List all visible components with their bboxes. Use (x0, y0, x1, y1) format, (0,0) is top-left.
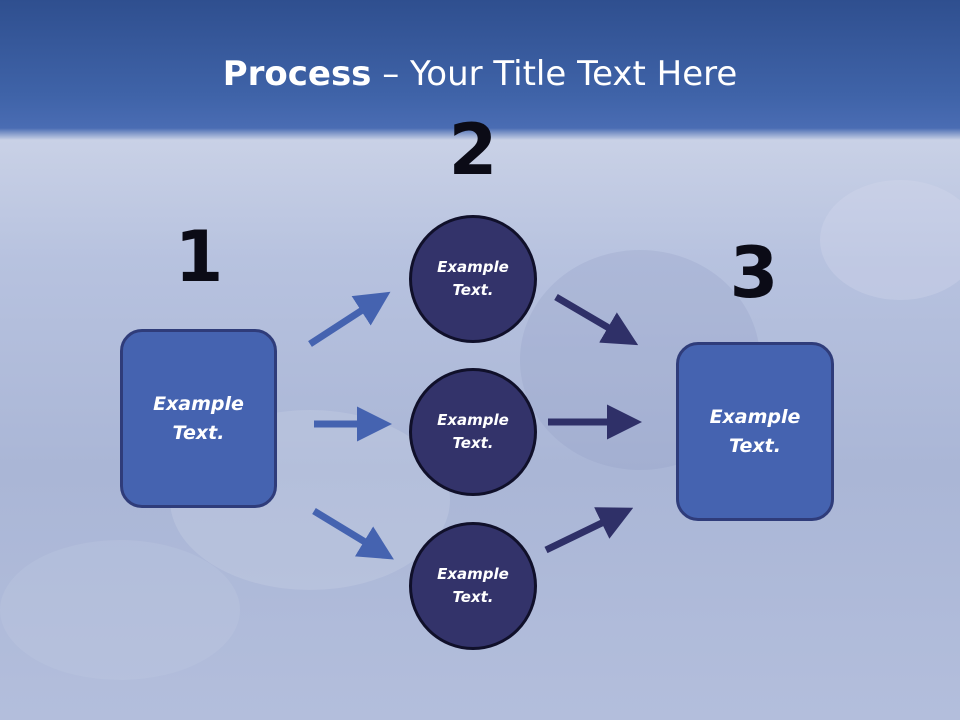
step-1-text-line1: Example (153, 392, 244, 415)
title-rest: – Your Title Text Here (371, 54, 738, 94)
circle-1-text-line1: Example (437, 258, 509, 276)
arrow-1-to-top-circle (308, 291, 391, 347)
step-3-text-line1: Example (709, 405, 801, 428)
step-number-3: 3 (729, 232, 779, 314)
title-bold: Process (222, 54, 372, 94)
circle-3-text-line2: Text. (452, 588, 494, 606)
arrow-1-to-bottom-circle (312, 508, 394, 560)
arrow-top-circle-to-3 (554, 293, 639, 346)
arrow-bottom-circle-to-3 (544, 507, 634, 554)
circle-2-text-line2: Text. (452, 434, 494, 452)
step-3-text-line2: Text. (729, 434, 781, 457)
circle-3-text-line1: Example (437, 565, 509, 583)
step-number-1: 1 (174, 216, 224, 298)
step-1-text-line2: Text. (172, 421, 225, 444)
slide-title: Process – Your Title Text Here (0, 50, 960, 98)
step-number-2: 2 (448, 109, 498, 191)
circle-2-text-line1: Example (437, 411, 509, 429)
circle-1-text-line2: Text. (452, 281, 494, 299)
